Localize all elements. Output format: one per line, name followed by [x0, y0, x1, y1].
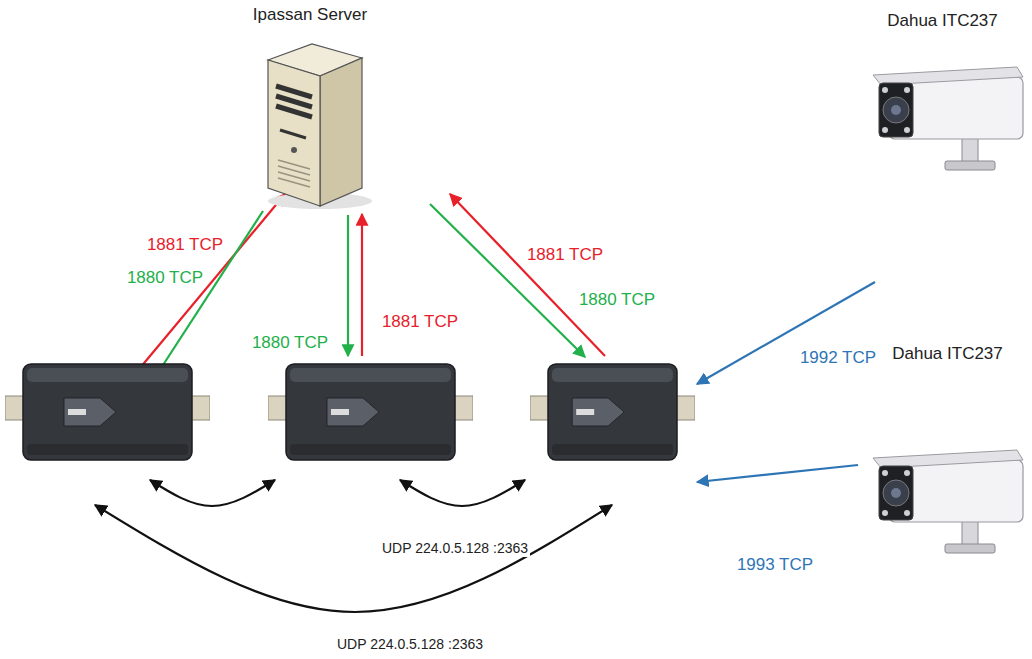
- ir-led: [904, 510, 910, 516]
- camera-icon: [873, 450, 1023, 553]
- camera-mount: [945, 544, 995, 553]
- lens-glass: [891, 105, 901, 115]
- ir-led: [904, 470, 910, 476]
- drive-bay: [276, 106, 312, 117]
- tcp-connection-arrow: [697, 282, 875, 384]
- server-side: [320, 58, 362, 206]
- camera-node: Dahua ITC237: [860, 10, 1025, 175]
- front-logo-panel: [572, 398, 624, 426]
- ir-led: [882, 87, 888, 93]
- controller-base: [27, 444, 188, 455]
- logo-plate: [68, 409, 86, 415]
- multicast-address-label: UDP 224.0.5.128 :2363: [335, 636, 485, 653]
- controller-ridge: [552, 368, 673, 382]
- logo-plate: [331, 409, 349, 415]
- camera-illustration: [870, 365, 1025, 558]
- camera-node: Dahua ITC237: [870, 343, 1025, 558]
- camera-bracket: [962, 520, 978, 546]
- tcp-connection-arrow: [697, 465, 858, 482]
- controller-icon: [268, 364, 473, 460]
- tcp-connection-arrow: [361, 214, 363, 356]
- controller-base: [552, 444, 673, 455]
- controller-node: [530, 360, 695, 475]
- controller-icon: [530, 364, 695, 460]
- camera-lens: [883, 480, 909, 506]
- front-logo-panel: [64, 398, 116, 426]
- multicast-address-label: UDP 224.0.5.128 :2363: [380, 540, 530, 557]
- camera-lens: [883, 97, 909, 123]
- controller-body: [286, 364, 455, 460]
- front-logo-panel: [327, 398, 379, 426]
- camera-illustration: [860, 32, 1025, 175]
- port-label: 1880 TCP: [577, 290, 657, 310]
- camera-front: [879, 83, 913, 137]
- ir-led: [904, 87, 910, 93]
- port-label: 1993 TCP: [735, 555, 815, 575]
- controller-icon: [5, 364, 210, 460]
- ctrl-illustration: [5, 360, 210, 475]
- ctrl-illustration: [268, 360, 473, 475]
- udp-multicast-link: [400, 480, 525, 506]
- controller-body: [548, 364, 677, 460]
- camera-bracket: [962, 137, 978, 163]
- camera-mount: [945, 161, 995, 170]
- port-label: 1881 TCP: [525, 245, 605, 265]
- tcp-connection-arrow: [347, 215, 349, 356]
- node-title: Ipassan Server: [245, 4, 375, 26]
- ir-led: [882, 470, 888, 476]
- udp-multicast-link: [95, 505, 612, 612]
- controller-body: [23, 364, 192, 460]
- controller-node: [268, 360, 473, 475]
- port-label: 1880 TCP: [250, 333, 330, 353]
- controller-ridge: [27, 368, 188, 382]
- power-button: [291, 147, 297, 153]
- server-illustration: [245, 26, 375, 210]
- lens-glass: [891, 488, 901, 498]
- camera-icon: [873, 67, 1023, 170]
- node-title: Dahua ITC237: [860, 10, 1025, 32]
- controller-base: [290, 444, 451, 455]
- node-title: Dahua ITC237: [870, 343, 1025, 365]
- port-label: 1992 TCP: [798, 348, 878, 368]
- controller-ridge: [290, 368, 451, 382]
- controller-node: [5, 360, 210, 475]
- server-front: [268, 60, 320, 206]
- camera-sunshield: [873, 67, 1023, 85]
- server-node: Ipassan Server: [245, 4, 375, 210]
- port-label: 1880 TCP: [125, 268, 205, 288]
- port-label: 1881 TCP: [145, 235, 225, 255]
- udp-multicast-link: [150, 480, 275, 506]
- vent-slot: [278, 178, 310, 187]
- tcp-connection-arrow: [450, 194, 605, 356]
- ir-led: [904, 127, 910, 133]
- drive-slot: [280, 130, 306, 138]
- camera-sunshield: [873, 450, 1023, 468]
- logo-plate: [576, 409, 594, 415]
- camera-front: [879, 466, 913, 520]
- port-label: 1881 TCP: [380, 312, 460, 332]
- ir-led: [882, 510, 888, 516]
- ir-led: [882, 127, 888, 133]
- ctrl-illustration: [530, 360, 695, 475]
- server-icon: [268, 44, 372, 209]
- tcp-connection-arrow: [430, 204, 585, 357]
